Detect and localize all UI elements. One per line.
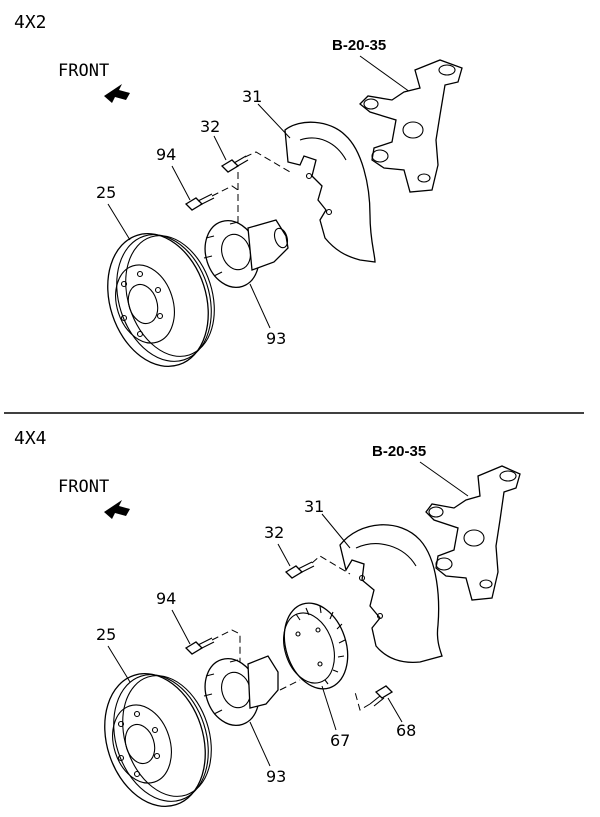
bolt-94 — [184, 637, 215, 655]
bolt-68 — [369, 685, 394, 707]
callout-32: 32 — [200, 117, 220, 136]
dust-shield — [284, 121, 376, 263]
reference-label: B-20-35 — [372, 443, 426, 460]
callout-94: 94 — [156, 145, 176, 164]
callout-93: 93 — [266, 329, 286, 348]
callout-31: 31 — [304, 497, 324, 516]
callout-94: 94 — [156, 589, 176, 608]
brake-disc — [107, 232, 215, 368]
callout-31: 31 — [242, 87, 262, 106]
wheel-hub — [203, 655, 279, 726]
bolt-94 — [184, 193, 215, 211]
bolt-32 — [220, 155, 249, 173]
wheel-hub — [203, 219, 289, 288]
front-label: FRONT — [58, 61, 109, 81]
bolt-32 — [284, 561, 315, 579]
abs-sensor-ring — [283, 602, 349, 690]
section-4x2: 4X2 FRONT B-20-35 31 32 — [14, 12, 463, 368]
front-label: FRONT — [58, 477, 109, 497]
front-arrow-icon — [104, 84, 130, 103]
dust-shield — [339, 524, 443, 664]
callout-67: 67 — [330, 731, 350, 750]
front-arrow-icon — [104, 500, 130, 519]
callout-25: 25 — [96, 183, 116, 202]
reference-label: B-20-35 — [332, 37, 386, 54]
section-4x4: 4X4 FRONT B-20-35 31 32 — [14, 428, 521, 808]
section-title: 4X4 — [14, 428, 47, 449]
callout-32: 32 — [264, 523, 284, 542]
steering-knuckle — [359, 59, 463, 193]
callout-25: 25 — [96, 625, 116, 644]
callout-93: 93 — [266, 767, 286, 786]
steering-knuckle — [425, 465, 521, 601]
callout-68: 68 — [396, 721, 416, 740]
brake-disc — [104, 672, 212, 808]
section-title: 4X2 — [14, 12, 47, 33]
